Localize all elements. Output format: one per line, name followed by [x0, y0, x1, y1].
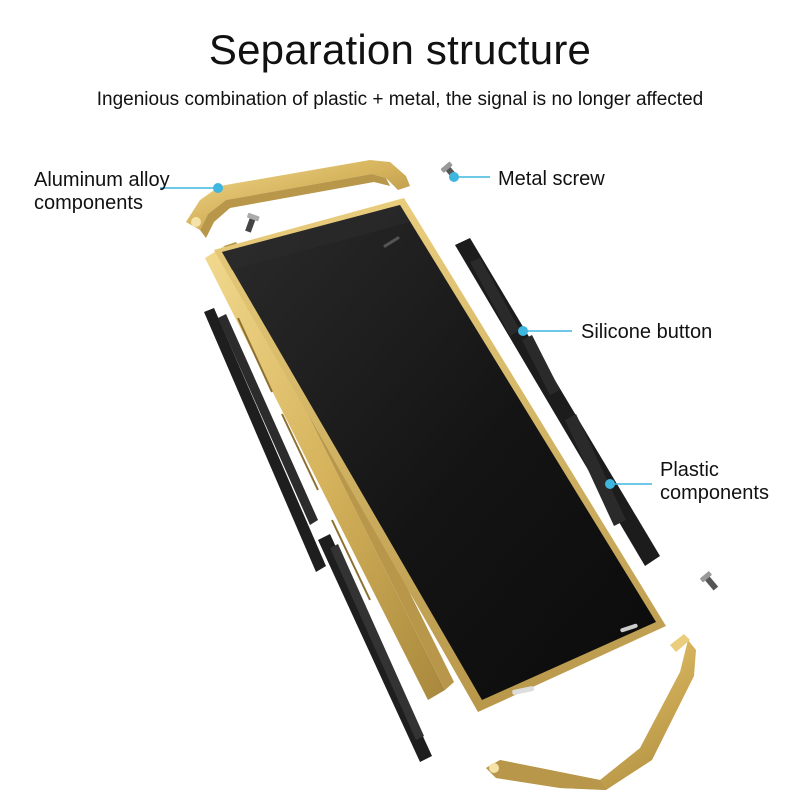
- phone-body: [214, 198, 666, 712]
- top-aluminum-bracket: [186, 160, 410, 238]
- screw-bottom-right: [700, 571, 719, 591]
- label-silicone-button: Silicone button: [581, 321, 713, 343]
- label-plastic-line2: components: [660, 482, 769, 504]
- callout-aluminum: [160, 183, 223, 193]
- label-plastic-components: Plastic components: [660, 459, 790, 505]
- left-plastic-strips: [204, 308, 432, 762]
- label-aluminum-line2: components: [34, 192, 143, 214]
- callout-silicone-button: [518, 326, 572, 336]
- callout-plastic: [605, 479, 652, 489]
- label-plastic-line1: Plastic: [660, 459, 719, 481]
- bottom-aluminum-bracket: [486, 634, 696, 790]
- label-aluminum-line1: Aluminum alloy: [34, 169, 170, 191]
- callout-metal-screw: [449, 172, 490, 182]
- page-subtitle: Ingenious combination of plastic + metal…: [96, 89, 704, 110]
- page-title: Separation structure: [208, 26, 592, 73]
- label-metal-screw: Metal screw: [498, 168, 605, 190]
- label-aluminum-alloy: Aluminum alloy components: [34, 169, 214, 215]
- screw-top-left: [245, 212, 260, 233]
